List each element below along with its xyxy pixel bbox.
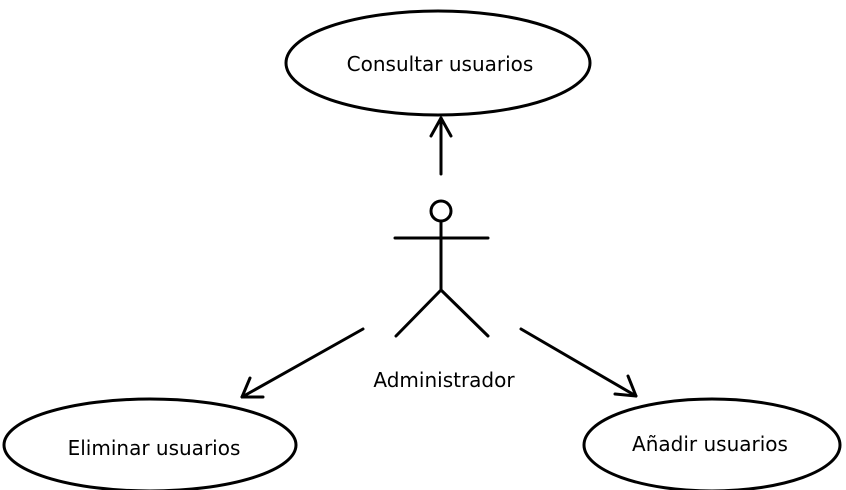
use-case-label: Eliminar usuarios [68, 436, 241, 460]
actor-left-leg [394, 288, 443, 338]
arrow-to-eliminar [240, 327, 365, 399]
use-case-ellipse [284, 9, 592, 117]
actor-administrador: Administrador [373, 199, 515, 392]
use-case-label: Consultar usuarios [347, 52, 534, 76]
arrow-to-anadir [519, 327, 638, 398]
use-case-label: Añadir usuarios [632, 432, 788, 456]
use-case-ellipse [582, 397, 842, 490]
use-case-consultar-usuarios: Consultar usuarios [284, 9, 592, 117]
actor-right-leg [439, 288, 490, 338]
arrow-head [613, 374, 638, 398]
use-case-ellipse [2, 397, 298, 490]
use-case-anadir-usuarios: Añadir usuarios [582, 397, 842, 490]
arrow-shaft [240, 327, 365, 399]
arrow-shaft [519, 327, 638, 398]
actor-head [429, 199, 453, 223]
actor-label: Administrador [373, 368, 515, 392]
use-case-eliminar-usuarios: Eliminar usuarios [2, 397, 298, 490]
arrow-head [429, 116, 453, 138]
arrow-to-consultar [429, 116, 453, 176]
arrow-head [240, 376, 265, 399]
